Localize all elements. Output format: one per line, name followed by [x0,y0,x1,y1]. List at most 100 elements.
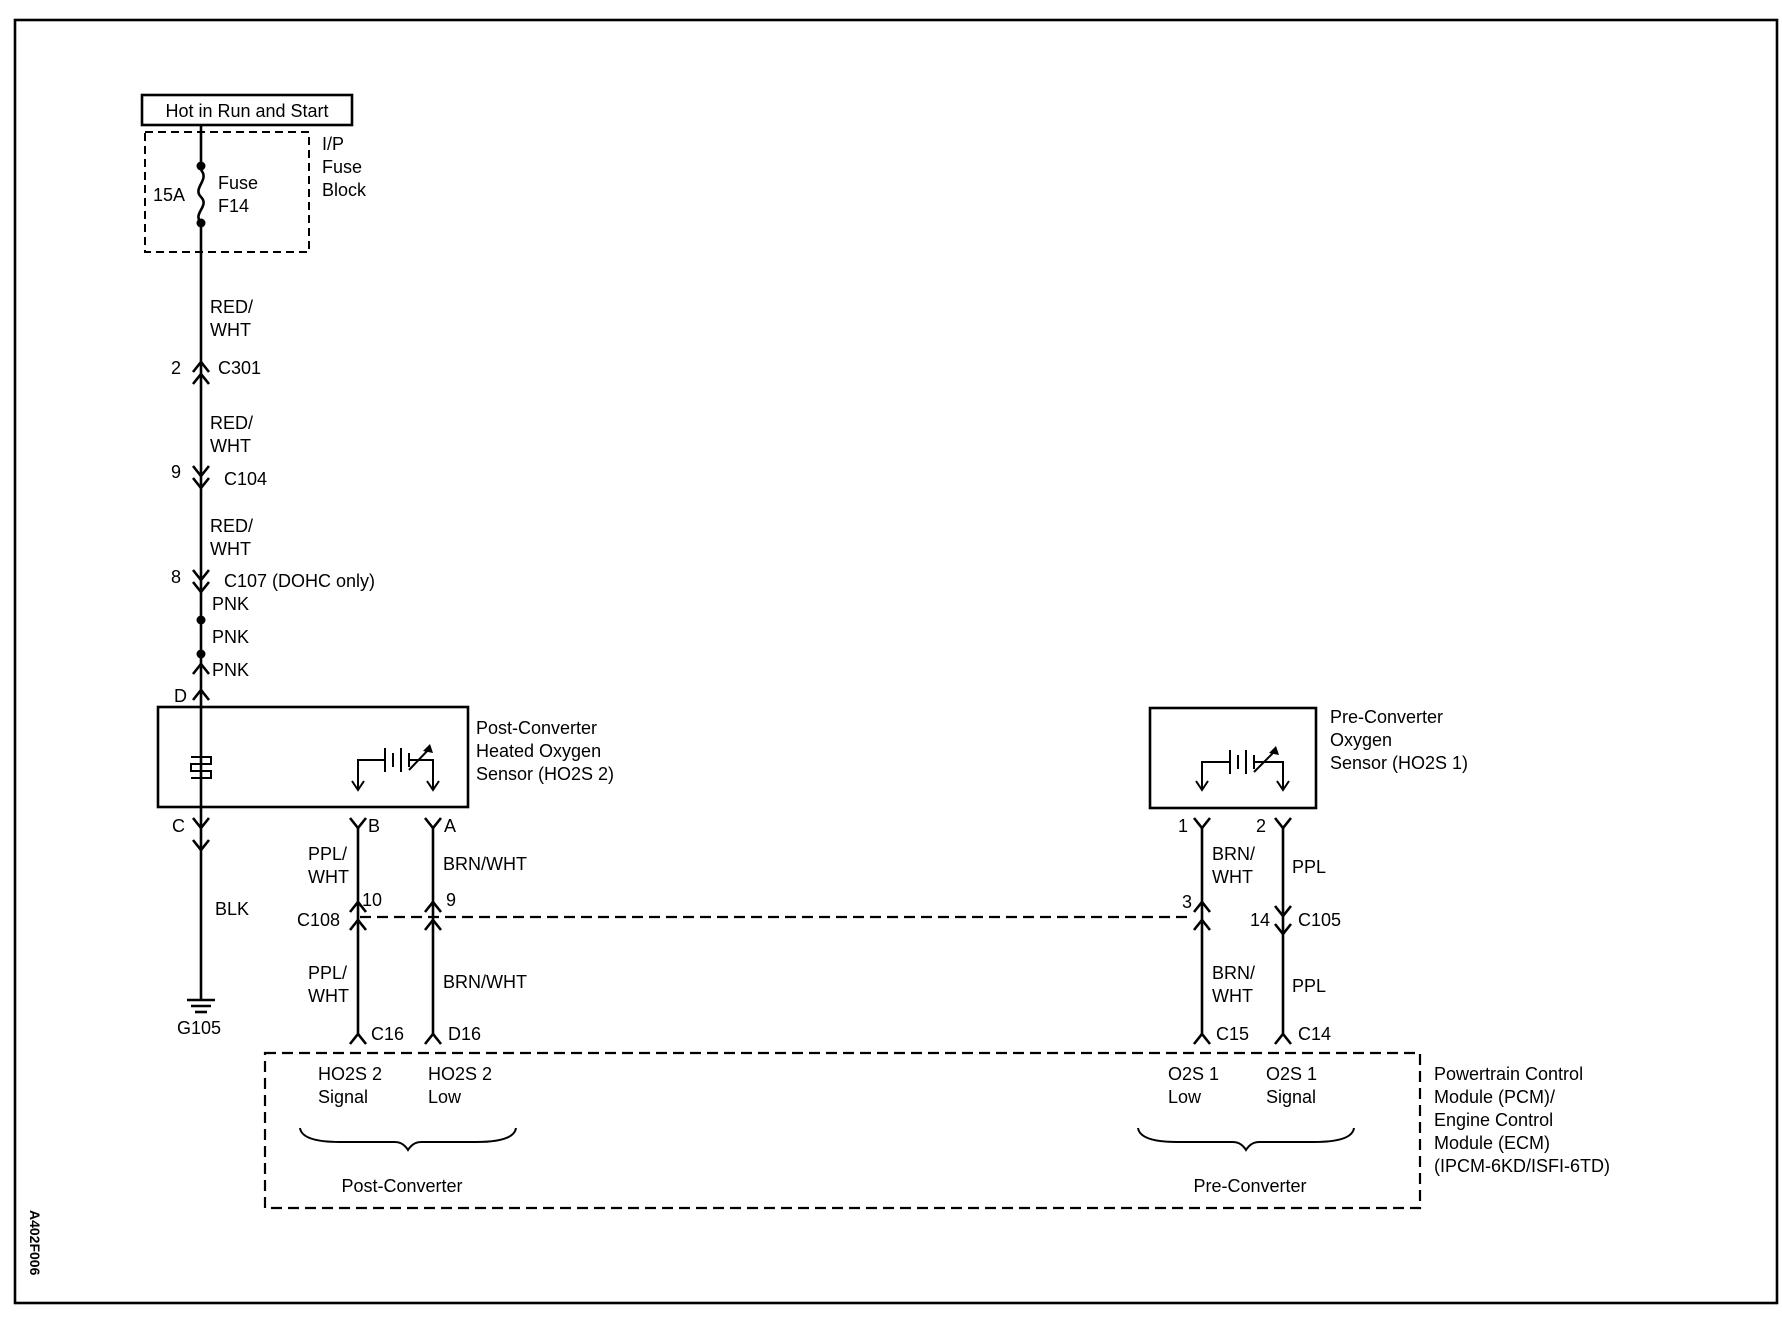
wire-ppl-wht-up-b: WHT [308,867,349,887]
c105-pin-14: 14 [1250,910,1270,930]
connector-c107-symbol-2 [191,581,211,595]
pin-c-symbol [191,817,211,831]
pin-a-label: A [444,816,456,836]
connector-c301-symbol [191,359,211,373]
c108-pin9-symbol-2 [423,917,443,931]
post-cell-arrowhead [423,744,433,753]
pcm-label-5: (IPCM-6KD/ISFI-6TD) [1434,1156,1610,1176]
post-sensor-label-2: Heated Oxygen [476,741,601,761]
fuse-name-1: Fuse [218,173,258,193]
pcm-label-1: Powertrain Control [1434,1064,1583,1084]
wire-pnk-1: PNK [212,594,249,614]
pcm-ho2s2-low-b: Low [428,1087,462,1107]
fuse-rating: 15A [153,185,185,205]
pin-2-symbol [1273,817,1293,831]
pcm-pin-c15: C15 [1216,1024,1249,1044]
pin-d-symbol [191,661,211,675]
wire-pnk-2: PNK [212,627,249,647]
connector-c107-symbol [191,569,211,583]
wire-ppl-wht-lo-a: PPL/ [308,963,347,983]
wire-brn-wht-r-lo-a: BRN/ [1212,963,1255,983]
wire-red-wht-3b: WHT [210,539,251,559]
wire-ppl-wht-up-a: PPL/ [308,844,347,864]
pre-sensor-label-1: Pre-Converter [1330,707,1443,727]
c105-pin3-symbol [1192,899,1212,913]
pcm-o2s1-low-b: Low [1168,1087,1202,1107]
pcm-o2s1-signal-a: O2S 1 [1266,1064,1317,1084]
c105-pin14-symbol-2 [1273,923,1293,937]
pre-cell-arrowhead [1269,746,1279,755]
c105-pin3-symbol-2 [1192,917,1212,931]
fuse-block-label-3: Block [322,180,367,200]
pin-2-label: 2 [1256,816,1266,836]
ground-label: G105 [177,1018,221,1038]
pre-converter-sensor-box [1148,706,1318,810]
wire-ppl-r-lo: PPL [1292,976,1326,996]
pre-arrow-2 [1276,780,1290,792]
pre-arrow-1 [1195,780,1209,792]
c108-pin10-symbol [348,899,368,913]
connector-c301-label: C301 [218,358,261,378]
pcm-o2s1-signal-b: Signal [1266,1087,1316,1107]
pin-b-label: B [368,816,380,836]
connector-c301-symbol-2 [191,371,211,385]
splice-1 [196,615,206,625]
wire-blk: BLK [215,899,249,919]
connector-c104-symbol [191,465,211,479]
wire-brn-wht-r-lo-b: WHT [1212,986,1253,1006]
c108-pin10-symbol-2 [348,917,368,931]
splice-2 [196,649,206,659]
pcm-label-2: Module (PCM)/ [1434,1087,1555,1107]
fuse-block-label-1: I/P [322,134,344,154]
connector-c301-pin: 2 [171,358,181,378]
pre-sensor-wire-1 [1201,761,1230,788]
power-source-box [140,93,354,127]
post-sensor-label-1: Post-Converter [476,718,597,738]
wire-brn-wht-r-up-a: BRN/ [1212,844,1255,864]
heater-element-symbol [190,745,212,790]
power-source-label: Hot in Run and Start [165,101,328,121]
wire-pnk-3: PNK [212,660,249,680]
wire-red-wht-1b: WHT [210,320,251,340]
pcm-pin-c14: C14 [1298,1024,1331,1044]
pre-sensor-label-3: Sensor (HO2S 1) [1330,753,1468,773]
connector-c107-label: C107 (DOHC only) [224,571,375,591]
c108-pin9-symbol [423,899,443,913]
pin-d-symbol-2 [191,687,211,701]
pin-1-label: 1 [1178,816,1188,836]
post-converter-brace [299,1127,517,1152]
pcm-ho2s2-signal-a: HO2S 2 [318,1064,382,1084]
pcm-pin-d16-symbol [423,1031,443,1045]
wire-ppl-wht-lo-b: WHT [308,986,349,1006]
connector-c107-pin: 8 [171,567,181,587]
wire-red-wht-2b: WHT [210,436,251,456]
post-sensor-wire-a [409,759,434,788]
pcm-pin-c16-symbol [348,1031,368,1045]
pre-converter-brace [1137,1127,1355,1152]
pin-b-symbol [348,817,368,831]
pcm-pin-c15-symbol [1192,1031,1212,1045]
wire-red-wht-1a: RED/ [210,297,253,317]
fuse-terminal-top [196,161,206,171]
pcm-pin-d16: D16 [448,1024,481,1044]
outer-frame [13,18,1779,1305]
pcm-pre-group-label: Pre-Converter [1193,1176,1306,1196]
c105-pin-3: 3 [1182,892,1192,912]
c108-label: C108 [297,910,340,930]
fuse-block-box [144,131,310,253]
pcm-pin-c16: C16 [371,1024,404,1044]
pcm-module-box [263,1051,1422,1210]
c105-label: C105 [1298,910,1341,930]
connector-c104-symbol-2 [191,477,211,491]
pin-d-label: D [174,686,187,706]
post-arrow-b [351,780,365,792]
c108-pin-9: 9 [446,890,456,910]
pcm-label-3: Engine Control [1434,1110,1553,1130]
fuse-terminal-bottom [196,218,206,228]
post-arrow-a [426,780,440,792]
pre-cell-arrow [1253,749,1277,773]
wire-brn-wht-r-up-b: WHT [1212,867,1253,887]
pin-1-symbol [1192,817,1212,831]
